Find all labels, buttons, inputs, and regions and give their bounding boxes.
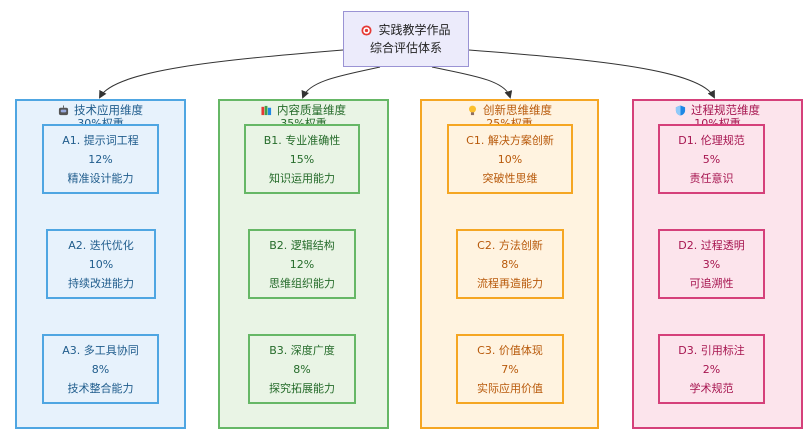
group-weight: 30%权重 (77, 117, 124, 125)
node-a2[interactable]: A2. 迭代优化 10% 持续改进能力 (46, 229, 156, 299)
group-title: 技术应用维度 (17, 103, 184, 117)
books-icon (261, 105, 272, 115)
node-a1[interactable]: A1. 提示词工程 12% 精准设计能力 (42, 124, 159, 194)
group-title: 内容质量维度 (220, 103, 387, 117)
node-a3[interactable]: A3. 多工具协同 8% 技术整合能力 (42, 334, 159, 404)
node-b1[interactable]: B1. 专业准确性 15% 知识运用能力 (244, 124, 360, 194)
target-icon (361, 24, 373, 36)
node-b2[interactable]: B2. 逻辑结构 12% 思维组织能力 (248, 229, 356, 299)
edge-root-to-b (301, 66, 381, 99)
group-weight: 10%权重 (694, 117, 741, 125)
node-d3[interactable]: D3. 引用标注 2% 学术规范 (658, 334, 765, 404)
node-c2[interactable]: C2. 方法创新 8% 流程再造能力 (456, 229, 564, 299)
group-title: 过程规范维度 (634, 103, 801, 117)
group-weight: 25%权重 (486, 117, 533, 125)
node-b3[interactable]: B3. 深度广度 8% 探究拓展能力 (248, 334, 356, 404)
root-subtitle: 综合评估体系 (369, 41, 442, 55)
shield-icon (675, 104, 686, 116)
robot-icon (58, 104, 69, 115)
node-c1[interactable]: C1. 解决方案创新 10% 突破性思维 (447, 124, 573, 194)
node-d2[interactable]: D2. 过程透明 3% 可追溯性 (658, 229, 765, 299)
edge-root-to-a (99, 49, 344, 99)
group-weight: 35%权重 (280, 117, 327, 125)
lightbulb-icon (469, 105, 476, 115)
node-d1[interactable]: D1. 伦理规范 5% 责任意识 (658, 124, 765, 194)
group-title: 创新思维维度 (422, 103, 597, 117)
node-c3[interactable]: C3. 价值体现 7% 实际应用价值 (456, 334, 564, 404)
root-node[interactable]: 实践教学作品 综合评估体系 (343, 11, 469, 67)
edge-root-to-d (468, 49, 715, 99)
group-content[interactable]: 内容质量维度 35%权重 (218, 99, 389, 429)
root-title: 实践教学作品 (378, 23, 451, 37)
group-innovation[interactable]: 创新思维维度 25%权重 (420, 99, 599, 429)
group-process[interactable]: 过程规范维度 10%权重 (632, 99, 803, 429)
edge-root-to-c (431, 66, 513, 99)
